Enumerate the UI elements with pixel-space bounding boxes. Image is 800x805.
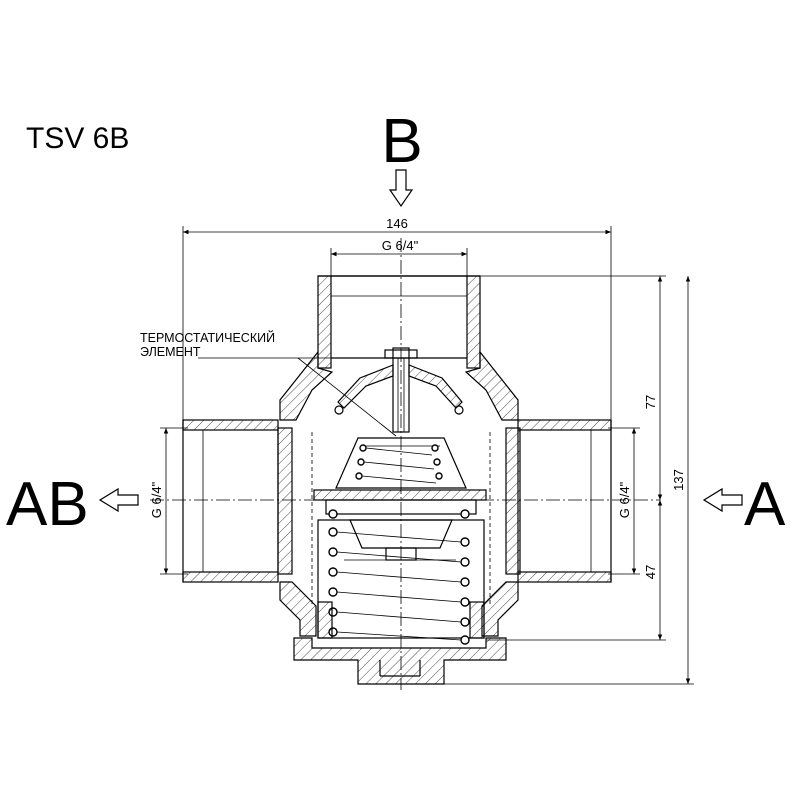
dim-heights: [430, 275, 694, 685]
thermostatic-element-callout: [198, 357, 397, 437]
dim-left-thread-label: G 6/4": [149, 481, 164, 518]
dim-top-thread-label: G 6/4": [382, 238, 419, 253]
arrow-down-icon: [388, 169, 414, 208]
dim-upper-height-label: 77: [643, 395, 658, 409]
dim-left-thread: [160, 427, 188, 575]
return-spring: [317, 519, 485, 645]
dim-overall-height-label: 137: [671, 469, 686, 491]
port-a-label: A: [744, 470, 786, 539]
port-b-label: B: [381, 107, 422, 176]
thermostatic-element: [311, 347, 491, 606]
dim-right-thread: [608, 427, 640, 575]
dim-overall-width-label: 146: [386, 216, 408, 231]
callout-line2: ЭЛЕМЕНТ: [140, 345, 201, 359]
dim-right-thread-label: G 6/4": [617, 481, 632, 518]
arrow-left-icon: [702, 487, 743, 513]
dim-lower-height-label: 47: [643, 565, 658, 579]
dim-top-thread: [330, 248, 468, 278]
port-ab-label: AB: [6, 470, 89, 539]
arrow-left-icon: [98, 487, 139, 513]
callout-line1: ТЕРМОСТАТИЧЕСКИЙ: [140, 330, 275, 345]
valve-body: [182, 275, 612, 685]
dim-overall-width: [182, 226, 612, 420]
model-title: TSV 6B: [26, 122, 129, 155]
